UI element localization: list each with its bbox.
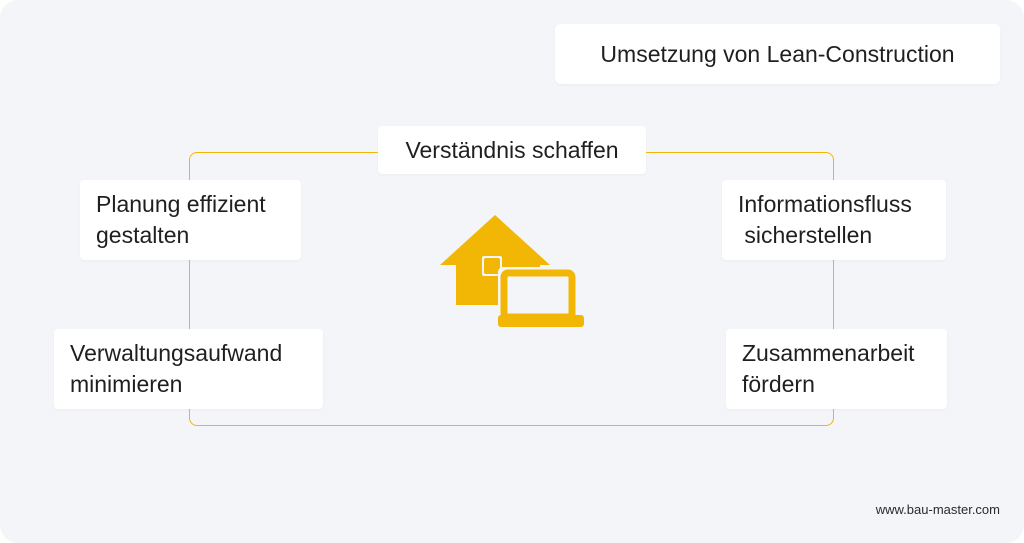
- node-planung-line-1: Planung effizient: [96, 191, 266, 217]
- node-informationsfluss: Informationsfluss sicherstellen: [722, 180, 946, 260]
- node-zusammenarbeit-line-1: Zusammenarbeit: [742, 340, 915, 366]
- node-planung: Planung effizient gestalten: [80, 180, 301, 260]
- node-verstaendnis-label: Verständnis schaffen: [405, 136, 619, 163]
- node-verwaltung-line-2: minimieren: [70, 371, 183, 397]
- node-verstaendnis: Verständnis schaffen: [378, 126, 646, 174]
- node-zusammenarbeit-line-2: fördern: [742, 371, 815, 397]
- footer-url: www.bau-master.com: [875, 502, 1000, 517]
- node-informationsfluss-line-1: Informationsfluss: [738, 191, 912, 217]
- node-zusammenarbeit: Zusammenarbeit fördern: [726, 329, 947, 409]
- house-laptop-icon: [438, 213, 588, 333]
- diagram-title-text: Umsetzung von Lean-Construction: [600, 40, 955, 67]
- node-informationsfluss-line-2: sicherstellen: [738, 222, 873, 248]
- node-planung-line-2: gestalten: [96, 222, 190, 248]
- diagram-title: Umsetzung von Lean-Construction: [555, 24, 1000, 84]
- node-verwaltung: Verwaltungsaufwand minimieren: [54, 329, 323, 409]
- node-verwaltung-line-1: Verwaltungsaufwand: [70, 340, 283, 366]
